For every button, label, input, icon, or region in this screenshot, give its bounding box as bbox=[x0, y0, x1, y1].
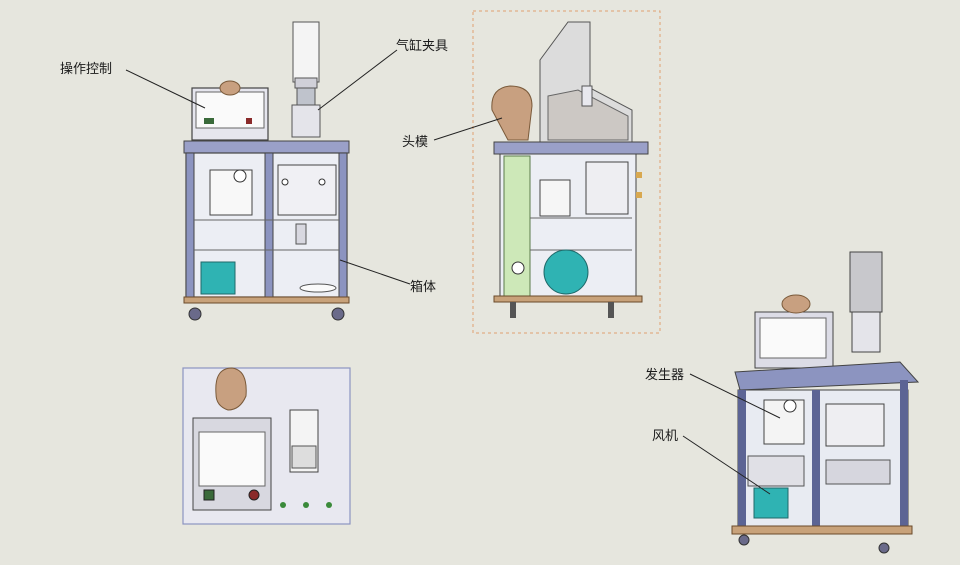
top-view bbox=[182, 367, 351, 525]
label-fan: 风机 bbox=[652, 429, 678, 444]
label-control: 操作控制 bbox=[60, 61, 112, 77]
label-generator: 发生器 bbox=[645, 367, 684, 383]
front-view bbox=[183, 21, 350, 321]
leader-lines bbox=[125, 49, 781, 495]
isometric-view bbox=[731, 251, 920, 554]
label-head-mold: 头模 bbox=[402, 135, 428, 150]
side-view-frame bbox=[472, 10, 661, 334]
label-cylinder-fixture: 气缸夹具 bbox=[396, 38, 448, 54]
side-view bbox=[491, 21, 649, 318]
label-box-body: 箱体 bbox=[410, 279, 436, 295]
